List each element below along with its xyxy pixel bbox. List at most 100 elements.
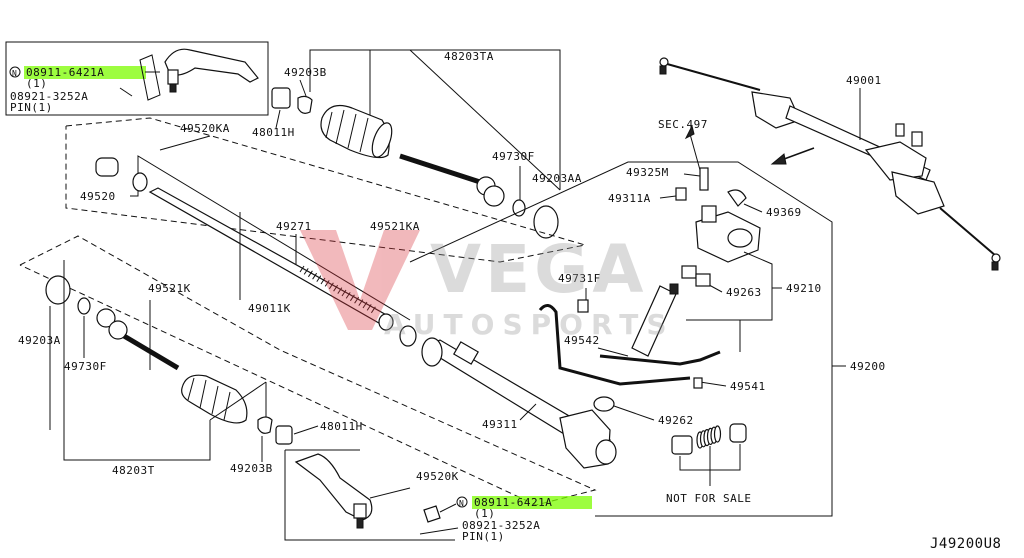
rack-tooth <box>328 282 334 290</box>
oring-49263b <box>695 273 711 287</box>
label-08921-top: 08921-3252A <box>10 90 88 103</box>
bushing-49520a <box>95 157 119 177</box>
rack-tooth <box>320 277 326 285</box>
clip-49203b-bottom <box>257 416 273 434</box>
castle-nut-bottom <box>423 505 441 523</box>
arrow-sec497 <box>684 124 695 140</box>
dashed-group-top <box>65 117 586 263</box>
outer-tie-rod-end-top <box>119 48 259 101</box>
bolt-49311a <box>675 187 687 201</box>
rack-tooth <box>349 294 355 302</box>
bush-48011h-top <box>271 87 291 109</box>
label-49210: 49210 <box>786 282 822 295</box>
label-49203a: 49203A <box>18 334 61 347</box>
rack-tooth <box>299 265 305 273</box>
watermark: VEGA AUTOSPORTS <box>300 230 675 341</box>
rack-tooth <box>341 289 347 297</box>
bush-48011h-bottom <box>275 425 293 445</box>
label-08921-top-pin: PIN(1) <box>10 101 53 114</box>
n-mark-label-bottom: N <box>459 499 464 508</box>
label-49541: 49541 <box>730 380 766 393</box>
inner-tie-rod-bottom <box>96 308 180 371</box>
inner-tie-rod-top <box>399 153 505 207</box>
label-48203t: 48203T <box>112 464 155 477</box>
label-49311: 49311 <box>482 418 518 431</box>
rack-housing-49311 <box>421 337 617 469</box>
ring-49730f-top <box>512 199 526 217</box>
label-49001: 49001 <box>846 74 882 87</box>
label-49311a: 49311A <box>608 192 651 205</box>
n-mark-icon <box>9 66 21 78</box>
highlight-bottom <box>472 496 592 509</box>
rack-tooth <box>333 284 339 292</box>
spring-coil <box>713 425 722 443</box>
rack-tooth <box>354 296 360 304</box>
label-49520k: 49520K <box>416 470 459 483</box>
label-49262: 49262 <box>658 414 694 427</box>
label-48203ta: 48203TA <box>444 50 494 63</box>
rack-tooth <box>370 306 376 314</box>
pinion-valve <box>631 283 679 357</box>
label-sec497: SEC.497 <box>658 118 708 131</box>
watermark-autosports: AUTOSPORTS <box>384 308 675 341</box>
rack-tooth <box>316 275 322 282</box>
label-49521k: 49521K <box>148 282 191 295</box>
label-49200: 49200 <box>850 360 886 373</box>
n-mark-label: N <box>12 69 17 78</box>
label-08911-bottom: 08911-6421A <box>474 496 552 509</box>
rack-tooth <box>337 287 343 294</box>
boot-bottom <box>181 374 248 424</box>
rack-tooth <box>307 270 313 278</box>
oring-49262 <box>593 396 615 412</box>
label-49271: 49271 <box>276 220 312 233</box>
oring-49263a <box>681 265 697 279</box>
label-49203b-top: 49203B <box>284 66 327 79</box>
valve-body-49210 <box>695 205 761 263</box>
label-49730f-bottom: 49730F <box>64 360 107 373</box>
bracket-48203ta <box>309 49 561 190</box>
label-08911-top: 08911-6421A <box>26 66 104 79</box>
steering-gear-assembly-49001 <box>659 57 1001 271</box>
ring-49520 <box>132 172 148 192</box>
clip-49369 <box>727 189 747 207</box>
pipe-49542 <box>538 304 721 386</box>
label-49542: 49542 <box>564 334 600 347</box>
highlight-top <box>24 66 146 79</box>
clip-49731f <box>577 299 589 313</box>
rack-49271 <box>148 187 394 331</box>
assembly-box-49200 <box>409 161 833 517</box>
label-48011h-top: 48011H <box>252 126 295 139</box>
clamp-49203aa <box>533 205 559 239</box>
rack-tooth <box>345 292 351 299</box>
label-49203aa: 49203AA <box>532 172 582 185</box>
rack-tooth <box>324 280 330 287</box>
rack-tooth <box>358 299 364 306</box>
label-49730f-top: 49730F <box>492 150 535 163</box>
label-49369: 49369 <box>766 206 802 219</box>
fitting-49325m <box>699 167 709 191</box>
label-08921-bottom: 08921-3252A <box>462 519 540 532</box>
drawing-code: J49200U8 <box>930 536 1001 552</box>
outer-tie-rod-box-bottom <box>284 450 455 541</box>
not-for-sale-label: NOT FOR SALE <box>666 492 751 505</box>
label-49520: 49520 <box>80 190 116 203</box>
ring-49011k <box>399 325 417 347</box>
ring-49730f-bottom <box>77 297 91 315</box>
label-49520ka: 49520KA <box>180 122 230 135</box>
rack-tooth <box>366 304 372 311</box>
not-for-sale-parts <box>671 423 747 486</box>
direction-arrow <box>770 153 787 165</box>
label-49011k: 49011K <box>248 302 291 315</box>
outer-tie-rod-end-bottom <box>294 453 373 529</box>
label-08921-bottom-pin: PIN(1) <box>462 530 505 543</box>
rack-tooth <box>303 268 309 275</box>
outer-tie-rod-box-top <box>5 41 269 116</box>
dashed-group-bottom <box>19 235 597 506</box>
label-08911-top-qty: (1) <box>26 77 47 90</box>
clamp-49203a <box>45 275 71 305</box>
rack-tooth <box>312 272 318 280</box>
watermark-vega: VEGA <box>430 231 647 308</box>
clip-49203b-top <box>297 95 313 114</box>
